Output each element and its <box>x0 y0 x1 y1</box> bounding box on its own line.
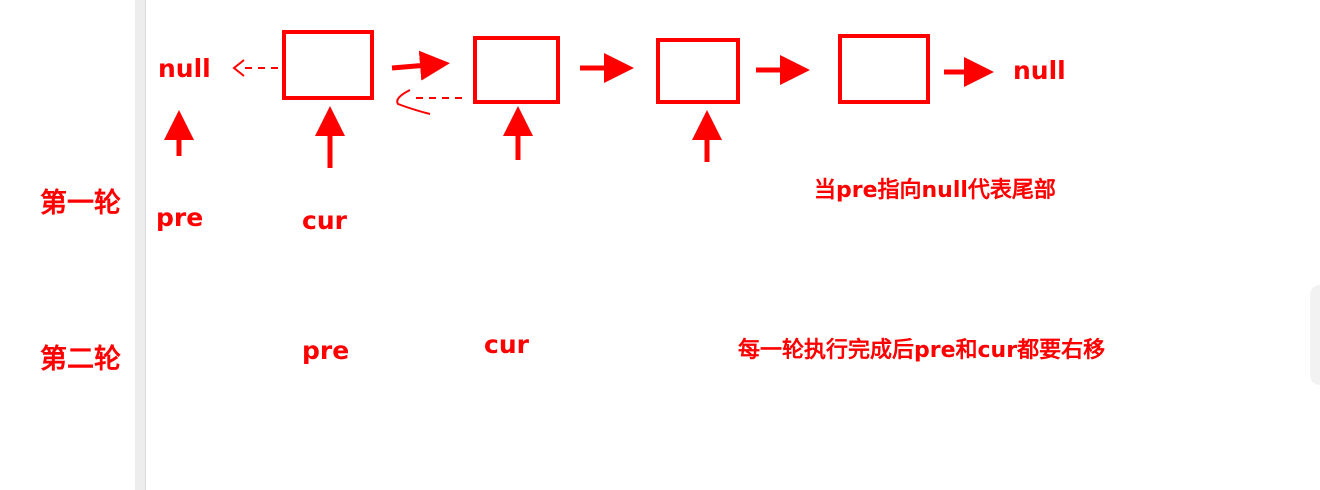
round2-cur-label: cur <box>484 330 529 359</box>
round1-cur-label: cur <box>302 206 347 235</box>
null-terminal-left: null <box>158 54 211 83</box>
round2-pre-label: pre <box>302 336 350 365</box>
next-arrow-1 <box>391 50 450 81</box>
list-node-2 <box>473 36 560 104</box>
list-node-4 <box>838 34 930 104</box>
null-terminal-right: null <box>1013 56 1066 85</box>
editor-gutter <box>135 0 146 490</box>
reversed-arrow-2 <box>396 89 462 115</box>
list-node-3 <box>656 38 740 104</box>
round1-label: 第一轮 <box>40 188 121 219</box>
round2-note: 每一轮执行完成后pre和cur都要右移 <box>738 338 1106 363</box>
list-node-1 <box>282 30 374 100</box>
round1-pre-label: pre <box>156 203 204 232</box>
reversed-arrow-1 <box>232 59 278 77</box>
scroll-edge <box>1310 285 1320 385</box>
round2-label: 第二轮 <box>40 344 121 375</box>
round1-note: 当pre指向null代表尾部 <box>814 178 1056 203</box>
